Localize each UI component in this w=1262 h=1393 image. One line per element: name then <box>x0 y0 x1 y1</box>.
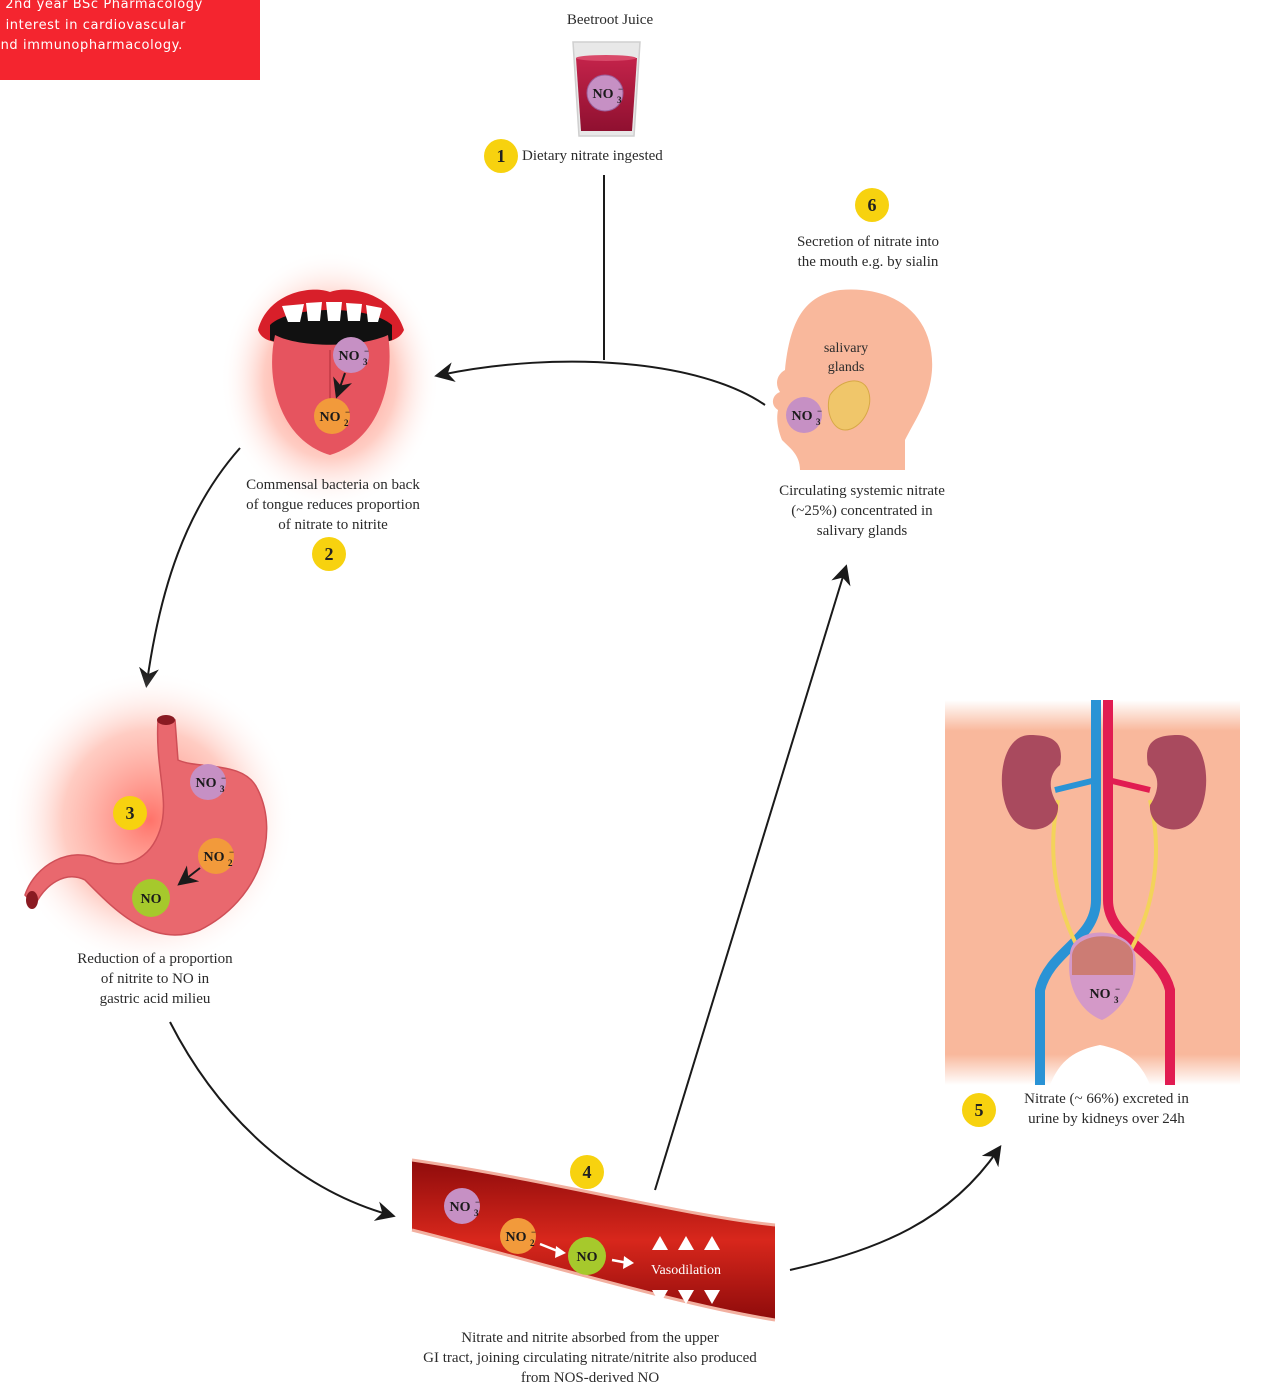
kidney-torso-illustration <box>945 700 1240 1085</box>
salivary-glands-label: salivary glands <box>806 339 886 377</box>
svg-text:−: − <box>531 1227 536 1237</box>
arrow-vessel-to-kidney <box>790 1150 998 1270</box>
stomach-no-label: NO <box>141 892 162 907</box>
svg-text:2: 2 <box>344 418 349 428</box>
stomach-nitrate-label: NO <box>196 776 217 791</box>
step-1-badge: 1 <box>484 139 518 173</box>
step-6-badge: 6 <box>855 188 889 222</box>
tongue-illustration <box>220 250 440 510</box>
svg-text:−: − <box>1115 984 1120 994</box>
step-2-caption: Commensal bacteria on back of tongue red… <box>218 475 448 535</box>
head-nitrate-label: NO <box>792 409 813 424</box>
bladder-nitrate-label: NO <box>1090 987 1111 1002</box>
step-1-caption: Dietary nitrate ingested <box>522 146 692 166</box>
juice-title: Beetroot Juice <box>540 10 680 30</box>
vasodilation-label: Vasodilation <box>651 1263 721 1278</box>
juice-nitrate-label: NO <box>593 87 614 102</box>
vessel-no-label: NO <box>577 1250 598 1265</box>
svg-text:−: − <box>618 84 623 94</box>
tongue-nitrite-label: NO <box>320 410 341 425</box>
arrow-vessel-to-head <box>655 570 845 1190</box>
stomach-nitrite-label: NO <box>204 850 225 865</box>
svg-text:3: 3 <box>617 95 622 105</box>
step-5-caption: Nitrate (~ 66%) excreted in urine by kid… <box>1004 1089 1209 1129</box>
step-6-caption: Secretion of nitrate into the mouth e.g.… <box>758 232 978 272</box>
arrow-stomach-to-vessel <box>170 1022 390 1215</box>
svg-text:3: 3 <box>220 784 225 794</box>
step-5-badge: 5 <box>962 1093 996 1127</box>
svg-text:3: 3 <box>816 417 821 427</box>
arrow-head-to-tongue <box>440 362 765 405</box>
svg-text:−: − <box>475 1197 480 1207</box>
head-illustration <box>773 290 932 470</box>
vessel-nitrite-label: NO <box>506 1230 527 1245</box>
svg-text:−: − <box>221 773 226 783</box>
svg-text:2: 2 <box>530 1238 535 1248</box>
step-3-caption: Reduction of a proportion of nitrite to … <box>50 949 260 1009</box>
stomach-illustration <box>5 670 295 970</box>
svg-text:−: − <box>817 406 822 416</box>
svg-text:3: 3 <box>1114 995 1119 1005</box>
head-caption: Circulating systemic nitrate (~25%) conc… <box>752 481 972 541</box>
svg-text:−: − <box>364 346 369 356</box>
step-3-badge: 3 <box>113 796 147 830</box>
svg-text:3: 3 <box>363 357 368 367</box>
tongue-nitrate-label: NO <box>339 349 360 364</box>
svg-text:3: 3 <box>474 1208 479 1218</box>
step-4-caption: Nitrate and nitrite absorbed from the up… <box>380 1328 800 1388</box>
svg-text:−: − <box>229 847 234 857</box>
step-2-badge: 2 <box>312 537 346 571</box>
vessel-nitrate-label: NO <box>450 1200 471 1215</box>
svg-text:−: − <box>345 407 350 417</box>
step-4-badge: 4 <box>570 1155 604 1189</box>
svg-text:2: 2 <box>228 858 233 868</box>
